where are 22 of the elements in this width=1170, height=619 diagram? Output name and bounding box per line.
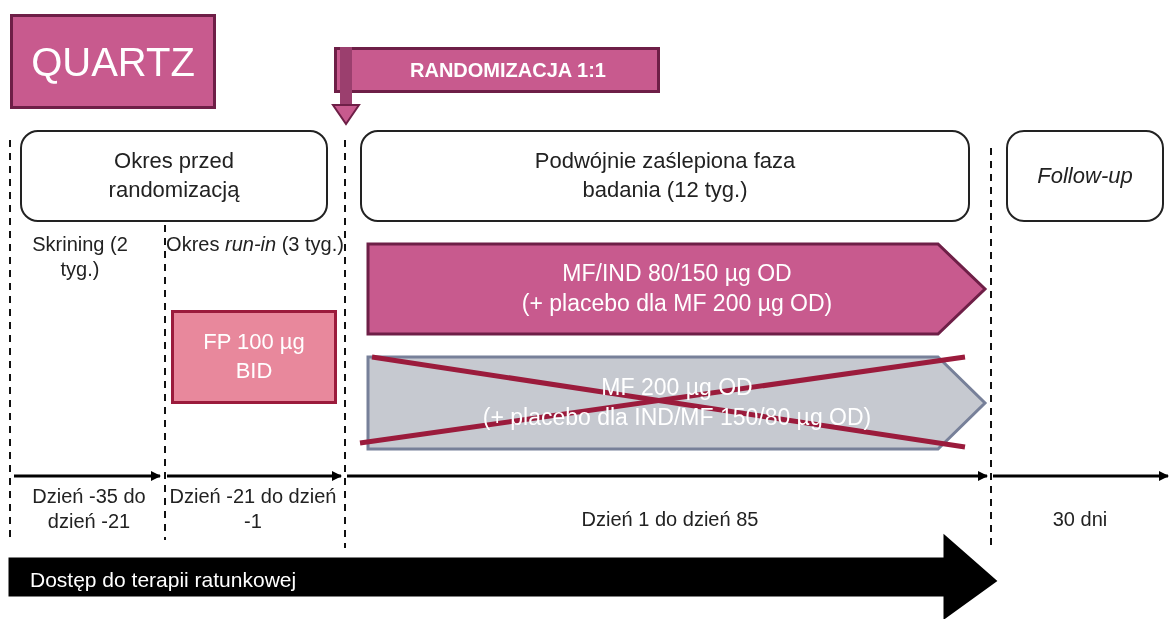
node-label: RANDOMIZACJA 1:1	[410, 58, 606, 83]
title-box	[10, 14, 216, 109]
treatment-box	[171, 310, 337, 404]
node-label: FP 100 µg BID	[202, 328, 306, 385]
day-range: Dzień 1 do dzień 85	[580, 507, 760, 532]
phase-box	[360, 130, 970, 222]
randomization-box	[334, 47, 660, 93]
treatment-banner	[366, 242, 988, 336]
title: QUARTZ	[31, 38, 195, 86]
phase-box	[20, 130, 328, 222]
phase-box	[1006, 130, 1164, 222]
node-label: Follow-up	[1037, 161, 1133, 190]
note-text: (+ placebo dla MF 200 µg OD)	[521, 289, 833, 318]
day-range: Dzień -21 do dzień -1	[168, 484, 338, 534]
node-label: Okres przed randomizacją	[107, 147, 241, 204]
day-range: 30 dni	[1051, 507, 1109, 532]
node-label: Podwójnie zaślepiona faza badania (12 tyg.)	[533, 147, 797, 204]
day-range: Dzień -35 do dzień -21	[31, 484, 147, 534]
node-label: Dostęp do terapii ratunkowej	[30, 567, 297, 594]
period-label: Okres run-in (3 tyg.)	[165, 232, 345, 257]
period-label: Skrining (2 tyg.)	[31, 232, 129, 282]
node-label: MF/IND 80/150 µg OD	[562, 259, 792, 289]
